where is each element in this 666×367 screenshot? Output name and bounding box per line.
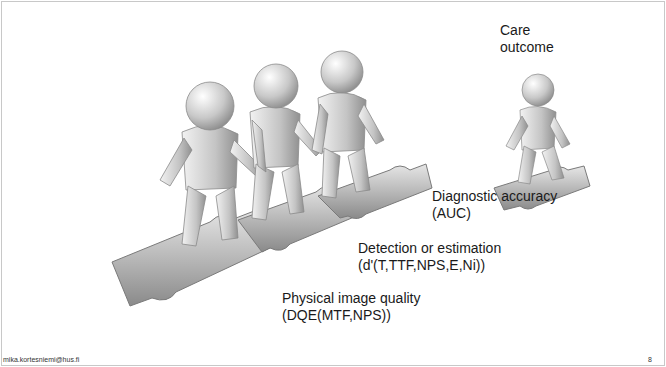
footer-email: mika.kortesniemi@hus.fi [3, 355, 153, 364]
level-label: Detection or estimation (d'(T,TTF,NPS,E,… [358, 240, 530, 274]
puzzle-pieces [112, 164, 590, 306]
level-label: Physical image quality (DQE(MTF,NPS)) [282, 290, 440, 324]
figure-person [250, 64, 322, 220]
level-label: Diagnostic accuracy (AUC) [432, 188, 572, 222]
goal-label: Care outcome [500, 22, 570, 56]
figure-person [312, 51, 384, 198]
figure-person [506, 74, 570, 184]
page-number: 8 [648, 355, 662, 364]
figure-person [160, 82, 262, 246]
